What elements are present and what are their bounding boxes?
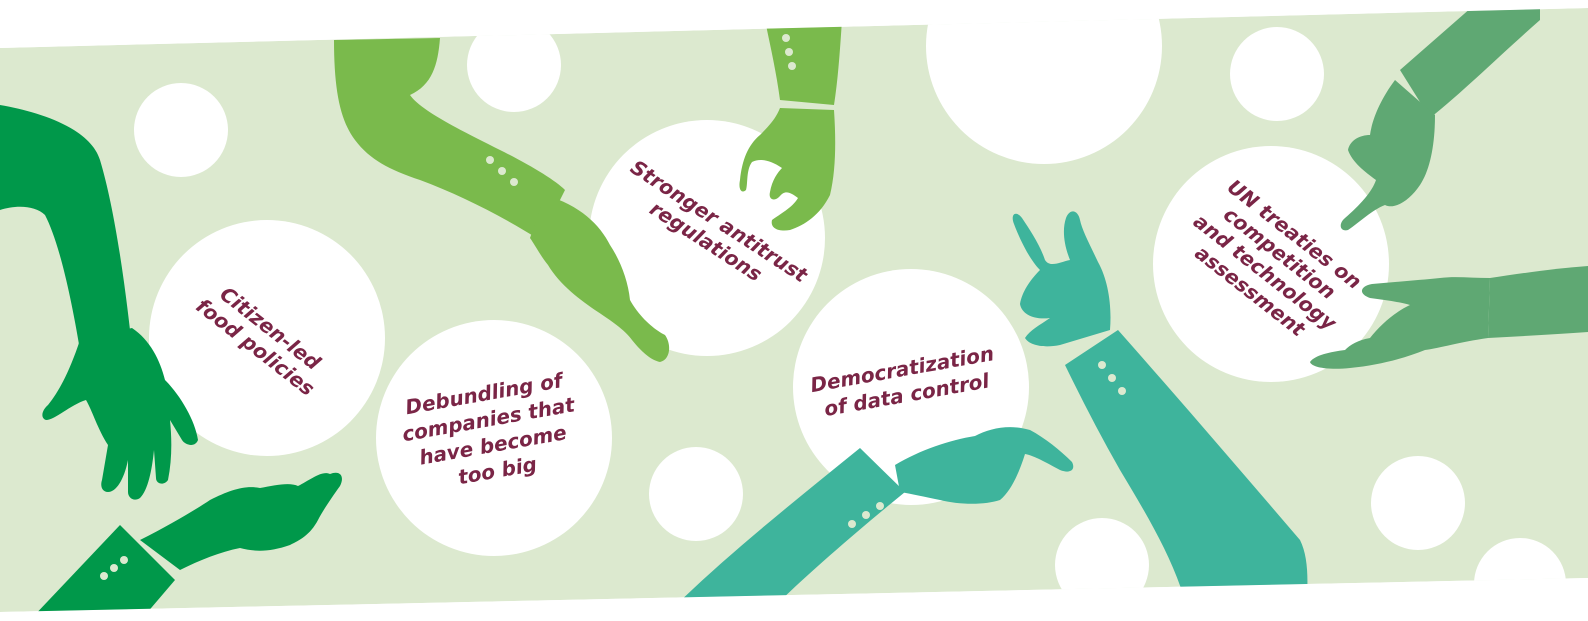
bubble-antitrust [589, 120, 825, 356]
arm-sage-pointing [1340, 8, 1540, 231]
decorative-circle [649, 447, 743, 541]
decorative-circle [926, 8, 1162, 164]
bubble-un-treaties [1153, 146, 1389, 382]
decorative-circle [1230, 27, 1324, 121]
bubble-citizen-led [149, 220, 385, 456]
decorative-circle [1371, 456, 1465, 550]
arm-teal-ok [1012, 211, 1308, 612]
bubble-debundling [376, 320, 612, 556]
arm-light-green-top [334, 38, 670, 362]
arm-teal-bottom [660, 427, 1074, 612]
arm-dark-green-bottom [30, 472, 342, 612]
decorative-circle [134, 83, 228, 177]
decorative-circle [467, 18, 561, 112]
arm-sage-right [1310, 266, 1588, 369]
arm-light-green-pinch [739, 20, 842, 231]
arm-dark-green-left [0, 105, 198, 500]
